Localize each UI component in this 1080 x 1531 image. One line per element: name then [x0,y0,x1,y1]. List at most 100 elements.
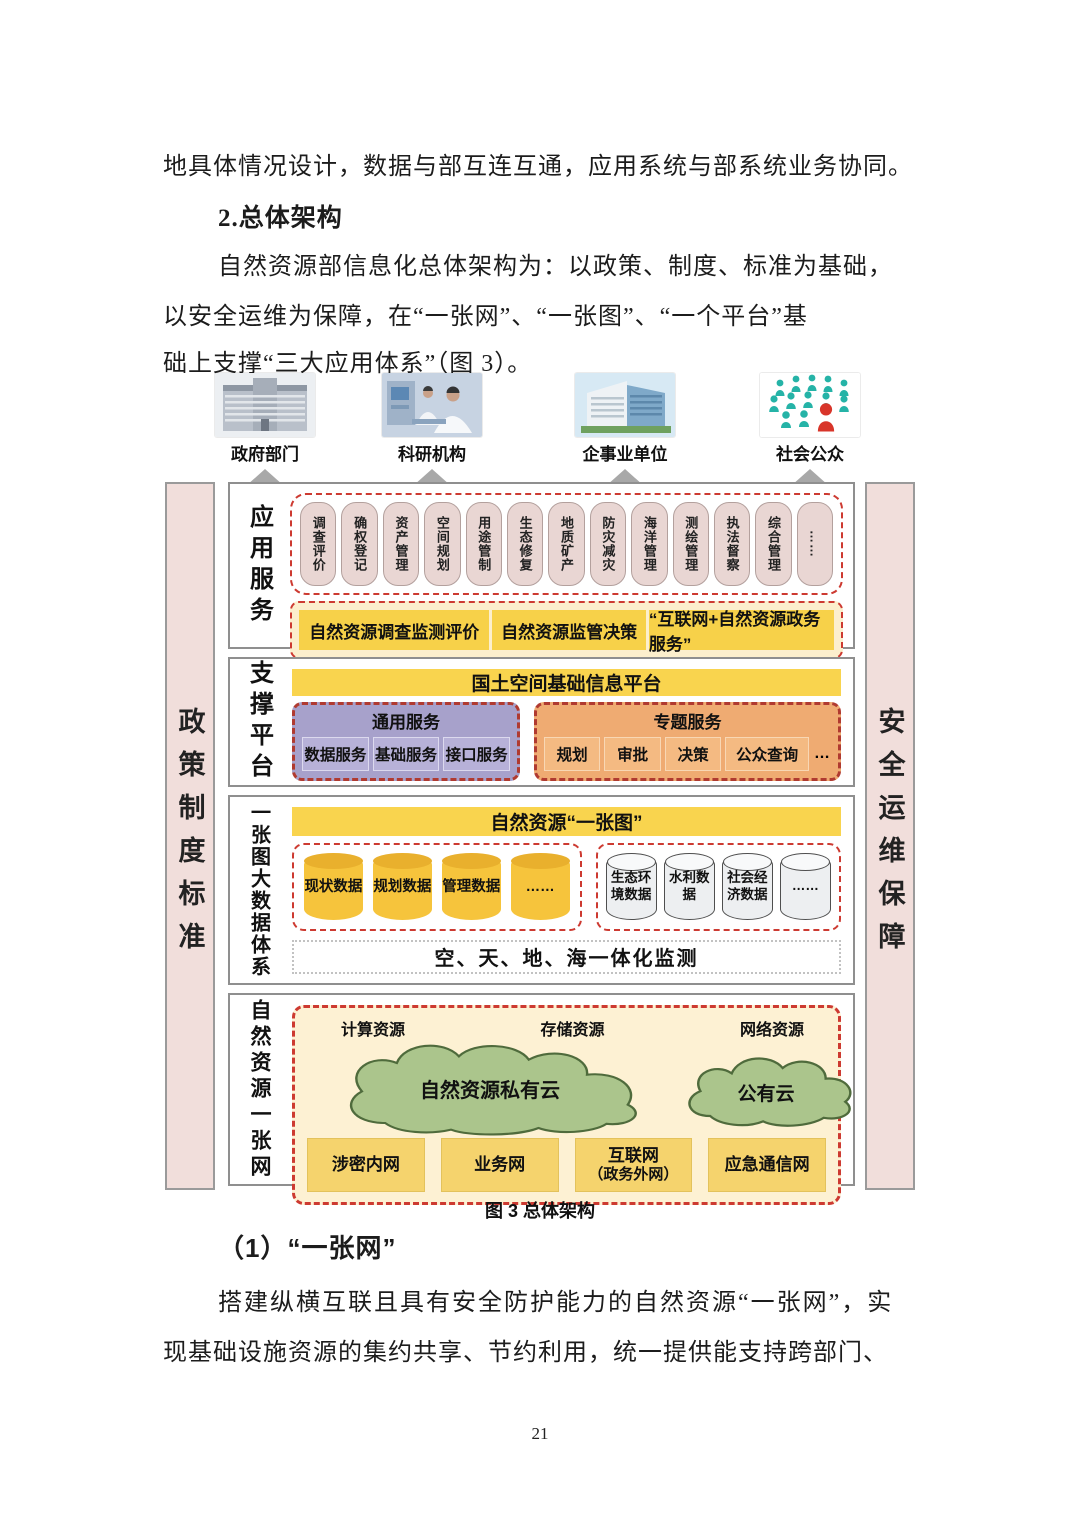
support-platform-content: 国土空间基础信息平台 通用服务 数据服务 基础服务 接口服务 专题服务 [288,659,853,785]
intro-line: 地具体情况设计，数据与部互连互通，应用系统与部系统业务协同。 [163,154,913,180]
thematic-services-title: 专题服务 [653,713,722,732]
app-pill: 空间规划 [424,502,461,586]
entity-research: 科研机构 [352,373,512,503]
one-network-content: 计算资源 存储资源 网络资源 自然资源私有云 [288,995,853,1205]
architecture-diagram: 政府部门 科研机构 [165,373,915,1205]
general-services-items: 数据服务 基础服务 接口服务 [302,737,510,771]
entity-label: 科研机构 [398,445,466,464]
government-building-image [215,373,315,437]
service-basic: 基础服务 [372,737,440,771]
office-building-icon [575,373,675,437]
entity-label: 政府部门 [231,445,299,464]
app-pill: 用途管制 [465,502,502,586]
security-ops-bar: 安全运维保障 [865,482,915,1190]
app-pill: 海洋管理 [631,502,668,586]
entity-label: 社会公众 [776,445,844,464]
section-label-column: 自然资源一张网 [230,995,288,1184]
platform-services-row: 通用服务 数据服务 基础服务 接口服务 专题服务 规划 审批 [292,702,841,781]
app-pill: 防灾减灾 [589,502,627,586]
network-boxes-row: 涉密内网 业务网 互联网 （政务外网） [307,1138,826,1192]
resource-labels-row: 计算资源 存储资源 网络资源 [307,1014,826,1040]
app-pill: 资产管理 [382,502,420,586]
database-cylinder-more: …… [779,852,831,920]
page-number: 21 [531,1424,549,1443]
section-label-column: 一张图大数据体系 [230,797,288,983]
integrated-monitoring-box: 空、天、地、海一体化监测 [292,939,841,974]
researchers-icon [382,373,482,437]
one-network-label: 自然资源一张网 [248,998,271,1181]
database-cylinder: 水利数据 [663,852,715,920]
app-pill: 生态修复 [506,502,544,586]
business-network-box: 业务网 [440,1138,559,1192]
database-cylinder: 规划数据 [372,852,432,920]
clouds-area: 自然资源私有云 公有云 [307,1038,852,1138]
app-systems-group: 自然资源调查监测评价 自然资源监管决策 “互联网+自然资源政务服务” [290,601,843,659]
intro-para-2: 以安全运维为保障，在“一张网”、“一张图”、“一个平台”基 [163,304,808,330]
service-decision: 决策 [664,737,722,771]
intro-para-1: 自然资源部信息化总体架构为：以政策、制度、标准为基础， [218,254,893,280]
app-pill: 确权登记 [341,502,378,586]
policy-standards-bar: 政策制度标准 [165,482,215,1190]
database-cylinder: 社会经济数据 [721,852,773,920]
cloud-icon [349,1044,637,1136]
section-heading: 2.总体架构 [218,205,343,232]
app-services-content: 调查评价 确权登记 资产管理 空间规划 用途管制 生态修复 地质矿产 防灾减灾 … [288,484,853,659]
public-cloud-label: 公有云 [737,1083,795,1105]
private-cloud-label: 自然资源私有云 [420,1079,560,1102]
public-crowd-image [760,373,860,437]
research-institution-image [382,373,482,437]
section-label-column: 应用服务 [230,484,288,647]
private-cloud: 自然资源私有云 [325,1038,655,1138]
service-approval: 审批 [604,737,661,771]
diagram-sections: 应用服务 调查评价 确权登记 资产管理 空间规划 用途管制 生态修复 地质矿产 … [228,482,855,1205]
internal-data-group: 现状数据 规划数据 管理数据 …… [292,842,582,931]
entity-enterprise: 企事业单位 [545,373,705,503]
external-data-group: 生态环境数据 水利数据 社会经济数据 …… [595,842,841,931]
public-cloud: 公有云 [673,1052,859,1132]
network-resource-label: 网络资源 [739,1022,804,1039]
body-line-1: 搭建纵横互联且具有安全防护能力的自然资源“一张网”，实 [218,1290,894,1316]
database-cylinder: 现状数据 [304,852,363,920]
figure-caption: 图 3 总体架构 [484,1201,595,1221]
intro-para-3: 础上支撑“三大应用体系”（图 3）。 [163,351,533,377]
government-building-icon [215,373,315,437]
thematic-services-box: 专题服务 规划 审批 决策 公众查询 … [533,702,841,781]
cloud-icon [688,1057,852,1127]
app-services-label: 应用服务 [245,503,273,628]
app-pills-group: 调查评价 确权登记 资产管理 空间规划 用途管制 生态修复 地质矿产 防灾减灾 … [290,493,843,595]
service-planning: 规划 [543,737,601,771]
database-cylinder: 生态环境数据 [605,852,657,920]
onemap-banner: 自然资源“一张图” [292,807,841,836]
network-dashed-container: 计算资源 存储资源 网络资源 自然资源私有云 [292,1005,852,1205]
section-app-services: 应用服务 调查评价 确权登记 资产管理 空间规划 用途管制 生态修复 地质矿产 … [228,482,855,659]
storage-resource-label: 存储资源 [540,1022,605,1039]
compute-resource-label: 计算资源 [341,1022,406,1039]
app-pill: 地质矿产 [548,502,585,586]
service-interface: 接口服务 [443,737,510,771]
thematic-services-items: 规划 审批 决策 公众查询 … [543,737,831,771]
onemap-label: 一张图大数据体系 [247,802,270,978]
support-platform-label: 支撑平台 [245,660,273,784]
onemap-content: 自然资源“一张图” 现状数据 规划数据 管理数据 …… 生态环境数据 水利数据 … [288,797,853,983]
section-support-platform: 支撑平台 国土空间基础信息平台 通用服务 数据服务 基础服务 接口服务 [228,657,855,787]
system-supervision-decision: 自然资源监管决策 [492,610,646,650]
app-pill: 执法督察 [713,502,751,586]
system-internet-services: “互联网+自然资源政务服务” [648,610,834,654]
section-onemap-bigdata: 一张图大数据体系 自然资源“一张图” 现状数据 规划数据 管理数据 …… 生态环… [228,795,855,985]
app-pill: 测绘管理 [672,502,709,586]
policy-standards-label: 政策制度标准 [174,707,205,965]
database-row: 现状数据 规划数据 管理数据 …… 生态环境数据 水利数据 社会经济数据 …… [292,842,841,931]
service-public-query: 公众查询 [725,737,810,771]
section-label-column: 支撑平台 [230,659,288,785]
general-services-title: 通用服务 [371,713,440,732]
app-pill: 调查评价 [300,502,337,586]
enterprise-building-image [575,373,675,437]
subsection-heading: （1）“一张网” [218,1233,397,1263]
platform-banner: 国土空间基础信息平台 [292,669,841,696]
emergency-comm-box: 应急通信网 [708,1138,826,1192]
section-one-network: 自然资源一张网 计算资源 存储资源 网络资源 [228,993,855,1205]
general-services-box: 通用服务 数据服务 基础服务 接口服务 [292,702,520,781]
entity-label: 企事业单位 [582,445,668,464]
app-pill: 综合管理 [755,502,792,586]
